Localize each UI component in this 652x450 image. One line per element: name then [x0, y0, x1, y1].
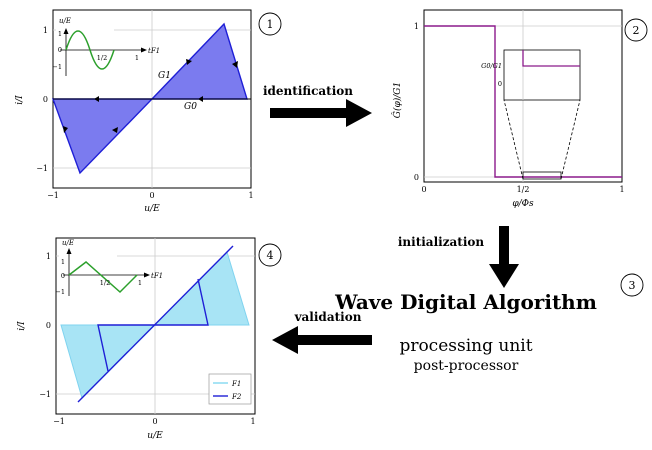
g1-label: G1: [158, 71, 171, 81]
distribution-curve: [424, 25, 622, 178]
algorithm-title: Wave Digital Algorithm: [335, 290, 597, 314]
direction-arrow: [63, 126, 68, 133]
y-tick: 1: [46, 252, 51, 261]
validation-arrow: validation: [272, 310, 372, 354]
g0-label: G0: [184, 102, 197, 112]
identification-arrow: identification: [263, 84, 372, 127]
x-axis-label: φ/Φs: [512, 199, 534, 209]
y-tick: 0: [43, 95, 48, 104]
hysteresis-plot-identification: G1 G0 −1 0 1 1 0 −1 u/E i/I u/E tF1 1 0 …: [15, 9, 282, 214]
f1-area-lower: [60, 324, 157, 399]
direction-arrow: [232, 61, 238, 68]
x-tick: 0: [421, 185, 426, 194]
svg-text:2: 2: [633, 24, 640, 37]
hysteresis-area-upper: [150, 22, 248, 100]
svg-text:1: 1: [138, 279, 142, 287]
step-badge-4: [258, 243, 282, 267]
y-tick: −1: [36, 164, 48, 173]
f2-loop-upper: [155, 278, 209, 326]
x-tick: 0: [152, 417, 157, 426]
svg-text:−1: −1: [55, 288, 65, 296]
direction-arrow: [94, 96, 99, 102]
step-badge-1: [258, 12, 282, 36]
x-tick: 1: [619, 185, 624, 194]
identification-label: identification: [263, 84, 353, 98]
x-tick: −1: [53, 417, 65, 426]
svg-text:tF1: tF1: [151, 272, 163, 280]
y-tick: 1: [43, 26, 48, 35]
step-badge-2: [624, 18, 648, 42]
svg-text:1: 1: [135, 54, 139, 62]
hysteresis-area-lower: [51, 98, 154, 175]
svg-text:u/E: u/E: [59, 17, 71, 25]
y-axis-label: i/I: [17, 321, 27, 331]
plot-frame: [55, 237, 256, 415]
post-processor-label: post-processor: [413, 358, 519, 374]
y-tick: 0: [414, 173, 419, 182]
direction-arrow: [112, 127, 118, 133]
svg-text:0: 0: [498, 80, 502, 88]
input-signal-inset: u/E tF1 1 0 −1 1/2 1: [55, 239, 163, 297]
step-badge-3: 3: [620, 273, 644, 297]
svg-text:1: 1: [267, 18, 274, 31]
svg-text:1: 1: [58, 30, 62, 38]
x-axis-label: u/E: [147, 431, 163, 441]
direction-arrow: [186, 59, 192, 65]
svg-text:0: 0: [61, 272, 65, 280]
x-tick: 1: [248, 191, 253, 200]
hysteresis-plot-validation: −1 0 1 1 0 −1 u/E i/I u/E tF1 1 0 −1 1/2…: [17, 237, 282, 441]
svg-text:G0/G1: G0/G1: [481, 62, 502, 70]
svg-text:3: 3: [629, 279, 636, 292]
x-tick: 0: [149, 191, 154, 200]
x-tick: 1: [250, 417, 255, 426]
y-axis-label: i/I: [15, 95, 25, 105]
svg-text:tF1: tF1: [148, 47, 160, 55]
zoom-inset: G0/G1 0: [481, 49, 581, 101]
distribution-plot: G0/G1 0 0 1/2 1 1 0 φ/Φs Ĝ(φ)/G1 2: [391, 9, 648, 209]
x-tick: −1: [47, 191, 59, 200]
validation-label: validation: [294, 310, 362, 324]
legend-f1: F1: [231, 380, 241, 388]
direction-arrow: [198, 96, 203, 102]
svg-text:−1: −1: [52, 63, 62, 71]
x-axis-label: u/E: [144, 204, 160, 214]
x-tick: 1/2: [517, 185, 530, 194]
processing-unit-label: processing unit: [399, 336, 533, 356]
legend: F1 F2: [208, 373, 252, 405]
y-tick: −1: [39, 390, 51, 399]
y-tick: 0: [46, 321, 51, 330]
initialization-label: initialization: [398, 235, 485, 249]
svg-text:4: 4: [267, 249, 274, 262]
input-signal-inset: u/E tF1 1 0 −1 1/2 1: [52, 13, 160, 76]
legend-f2: F2: [231, 393, 242, 401]
svg-text:1/2: 1/2: [100, 279, 110, 287]
svg-text:1/2: 1/2: [97, 54, 107, 62]
f2-diagonal: [77, 245, 234, 403]
svg-text:0: 0: [58, 46, 62, 54]
f1-area-upper: [153, 251, 250, 326]
y-axis-label: Ĝ(φ)/G1: [391, 82, 403, 118]
f2-loop-lower: [97, 324, 155, 372]
y-tick: 1: [414, 22, 419, 31]
svg-text:1: 1: [61, 258, 65, 266]
svg-text:u/E: u/E: [62, 239, 74, 247]
initialization-arrow: initialization: [398, 226, 519, 288]
